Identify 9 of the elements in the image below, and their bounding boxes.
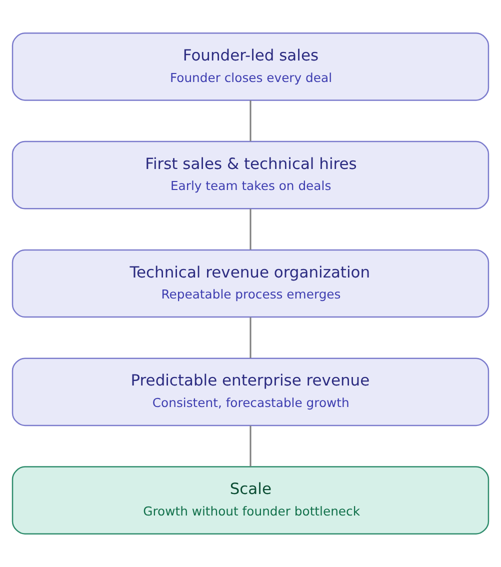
node-box: Founder-led sales Founder closes every deal xyxy=(12,32,490,101)
connector xyxy=(250,426,252,466)
node-box: Technical revenue organization Repeatable process emerges xyxy=(12,249,490,318)
connector xyxy=(250,317,252,358)
node-box: Predictable enterprise revenue Consistent, forecastable growth xyxy=(12,358,490,426)
connector xyxy=(250,208,252,250)
node-box: Scale Growth without founder bottleneck xyxy=(12,466,490,534)
connector xyxy=(250,100,252,142)
node-box: First sales & technical hires Early team takes on deals xyxy=(12,140,490,210)
